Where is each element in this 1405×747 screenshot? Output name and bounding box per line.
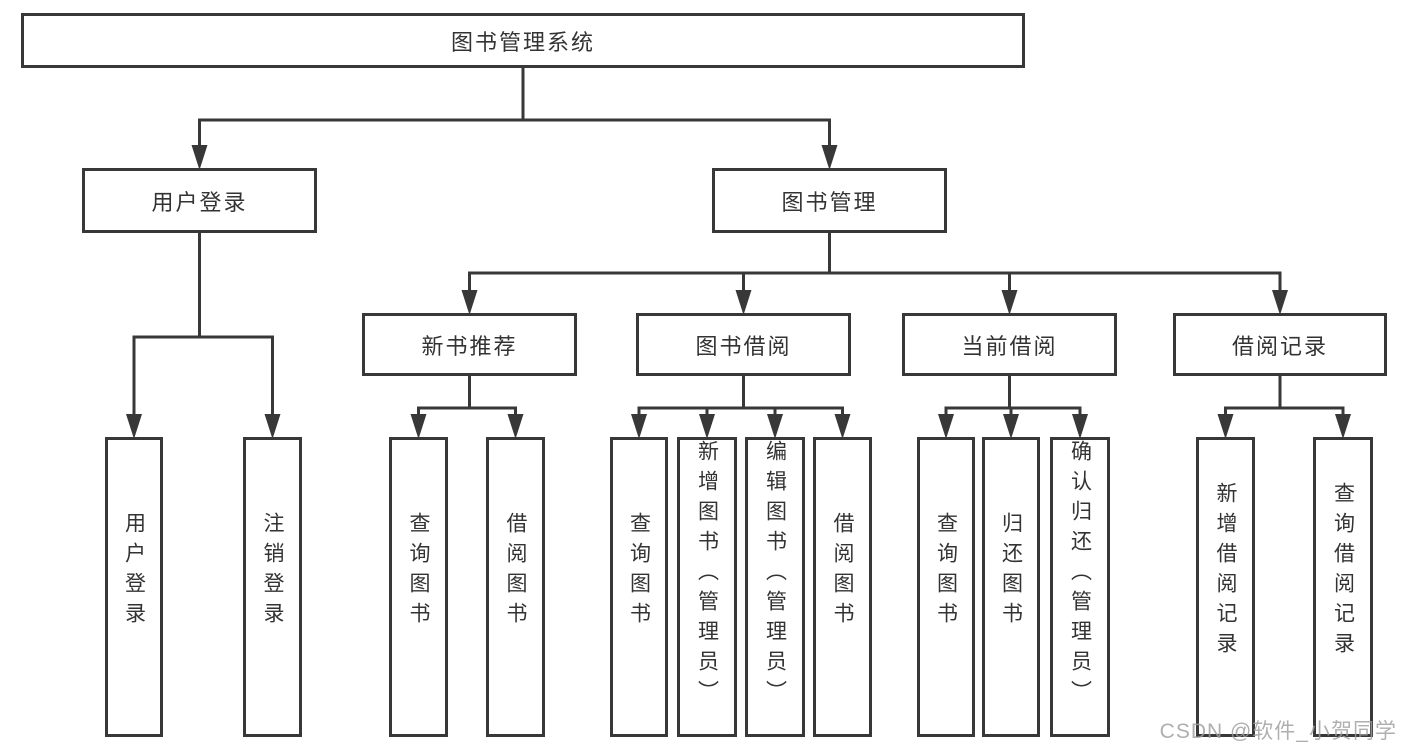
node-label: 确认归还（管理员）	[1068, 440, 1092, 710]
diagram-node-book-borrow: 图书借阅	[636, 313, 851, 376]
diagram-node-borrow-books-2: 借阅图书	[813, 437, 872, 737]
watermark-text: CSDN @软件_小贺同学	[1159, 720, 1397, 743]
diagram-node-query-books-3: 查询图书	[917, 437, 975, 737]
diagram-node-query-borrow-record: 查询借阅记录	[1313, 437, 1373, 737]
node-label: 查询图书	[407, 512, 430, 632]
diagram-node-query-books-1: 查询图书	[389, 437, 448, 737]
diagram-node-query-books-2: 查询图书	[610, 437, 668, 737]
node-label: 图书借阅	[695, 333, 792, 359]
node-label: 借阅图书	[831, 512, 854, 632]
diagram-node-return-books: 归还图书	[982, 437, 1040, 737]
diagram-node-borrow-books-1: 借阅图书	[486, 437, 545, 737]
node-label: 注销登录	[261, 512, 284, 632]
diagram-node-user-login: 用户登录	[82, 168, 317, 233]
node-label: 归还图书	[999, 512, 1023, 632]
node-label: 用户登录	[151, 189, 248, 215]
diagram-node-confirm-return-admin: 确认归还（管理员）	[1050, 437, 1110, 737]
node-label: 图书管理	[781, 189, 878, 215]
node-label: 编辑图书（管理员）	[763, 440, 787, 710]
node-label: 查询借阅记录	[1331, 482, 1355, 662]
node-label: 用户登录	[122, 512, 146, 632]
node-label: 借阅记录	[1231, 333, 1328, 359]
diagram-node-book-management: 图书管理	[712, 168, 947, 233]
node-label: 新增借阅记录	[1214, 482, 1237, 662]
diagram-node-borrow-records: 借阅记录	[1173, 313, 1387, 376]
diagram-node-root: 图书管理系统	[21, 13, 1025, 68]
diagram-node-new-book-recommend: 新书推荐	[362, 313, 577, 376]
diagram-node-add-books-admin: 新增图书（管理员）	[677, 437, 737, 737]
node-label: 当前借阅	[961, 333, 1058, 359]
diagram-node-logout-action: 注销登录	[243, 437, 302, 737]
node-label: 查询图书	[627, 512, 651, 632]
node-label: 查询图书	[934, 512, 958, 632]
diagram-node-edit-books-admin: 编辑图书（管理员）	[745, 437, 805, 737]
diagram-node-current-borrow: 当前借阅	[902, 313, 1117, 376]
node-label: 借阅图书	[504, 512, 527, 632]
diagram-node-user-login-action: 用户登录	[105, 437, 163, 737]
node-label: 新书推荐	[421, 333, 518, 359]
node-label: 新增图书（管理员）	[695, 440, 719, 710]
diagram-node-add-borrow-record: 新增借阅记录	[1196, 437, 1255, 737]
node-label: 图书管理系统	[450, 29, 595, 55]
